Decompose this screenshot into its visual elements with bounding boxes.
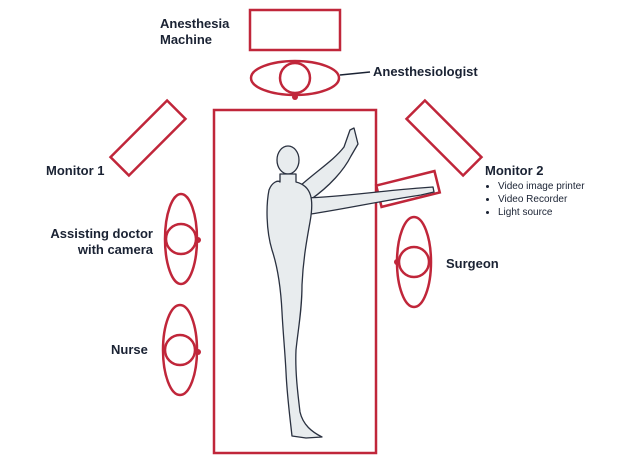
surgeon-figure (394, 215, 433, 309)
nurse-figure (161, 303, 201, 397)
monitor-2-item: Video Recorder (498, 193, 585, 206)
label-anesthesia-machine-line1: Anesthesia (160, 16, 230, 31)
anesthesia-machine-box (248, 8, 342, 52)
monitor-2-box (404, 98, 484, 178)
label-assisting-doctor-line2: with camera (77, 242, 153, 257)
anesthesiologist-pointer (339, 71, 371, 76)
label-nurse: Nurse (111, 342, 148, 357)
anesthesiologist-figure (249, 59, 341, 100)
monitor-2-item: Light source (498, 206, 585, 219)
patient-body-silhouette (266, 127, 435, 439)
monitor-2-equipment-list: Video image printer Video Recorder Light… (485, 180, 585, 219)
label-monitor-2: Monitor 2 (485, 163, 544, 178)
label-surgeon: Surgeon (446, 256, 499, 271)
label-anesthesia-machine-line2: Machine (160, 32, 213, 47)
monitor-2-item: Video image printer (498, 180, 585, 193)
assisting-doctor-figure (163, 192, 201, 286)
operating-table (212, 108, 378, 455)
label-assisting-doctor-line1: Assisting doctor (50, 226, 153, 241)
label-assisting-doctor: Assisting doctor with camera (50, 226, 153, 258)
label-anesthesiologist: Anesthesiologist (373, 64, 478, 79)
label-anesthesia-machine: Anesthesia Machine (160, 16, 229, 48)
monitor-1-box (108, 98, 188, 178)
label-monitor-1: Monitor 1 (46, 163, 105, 178)
